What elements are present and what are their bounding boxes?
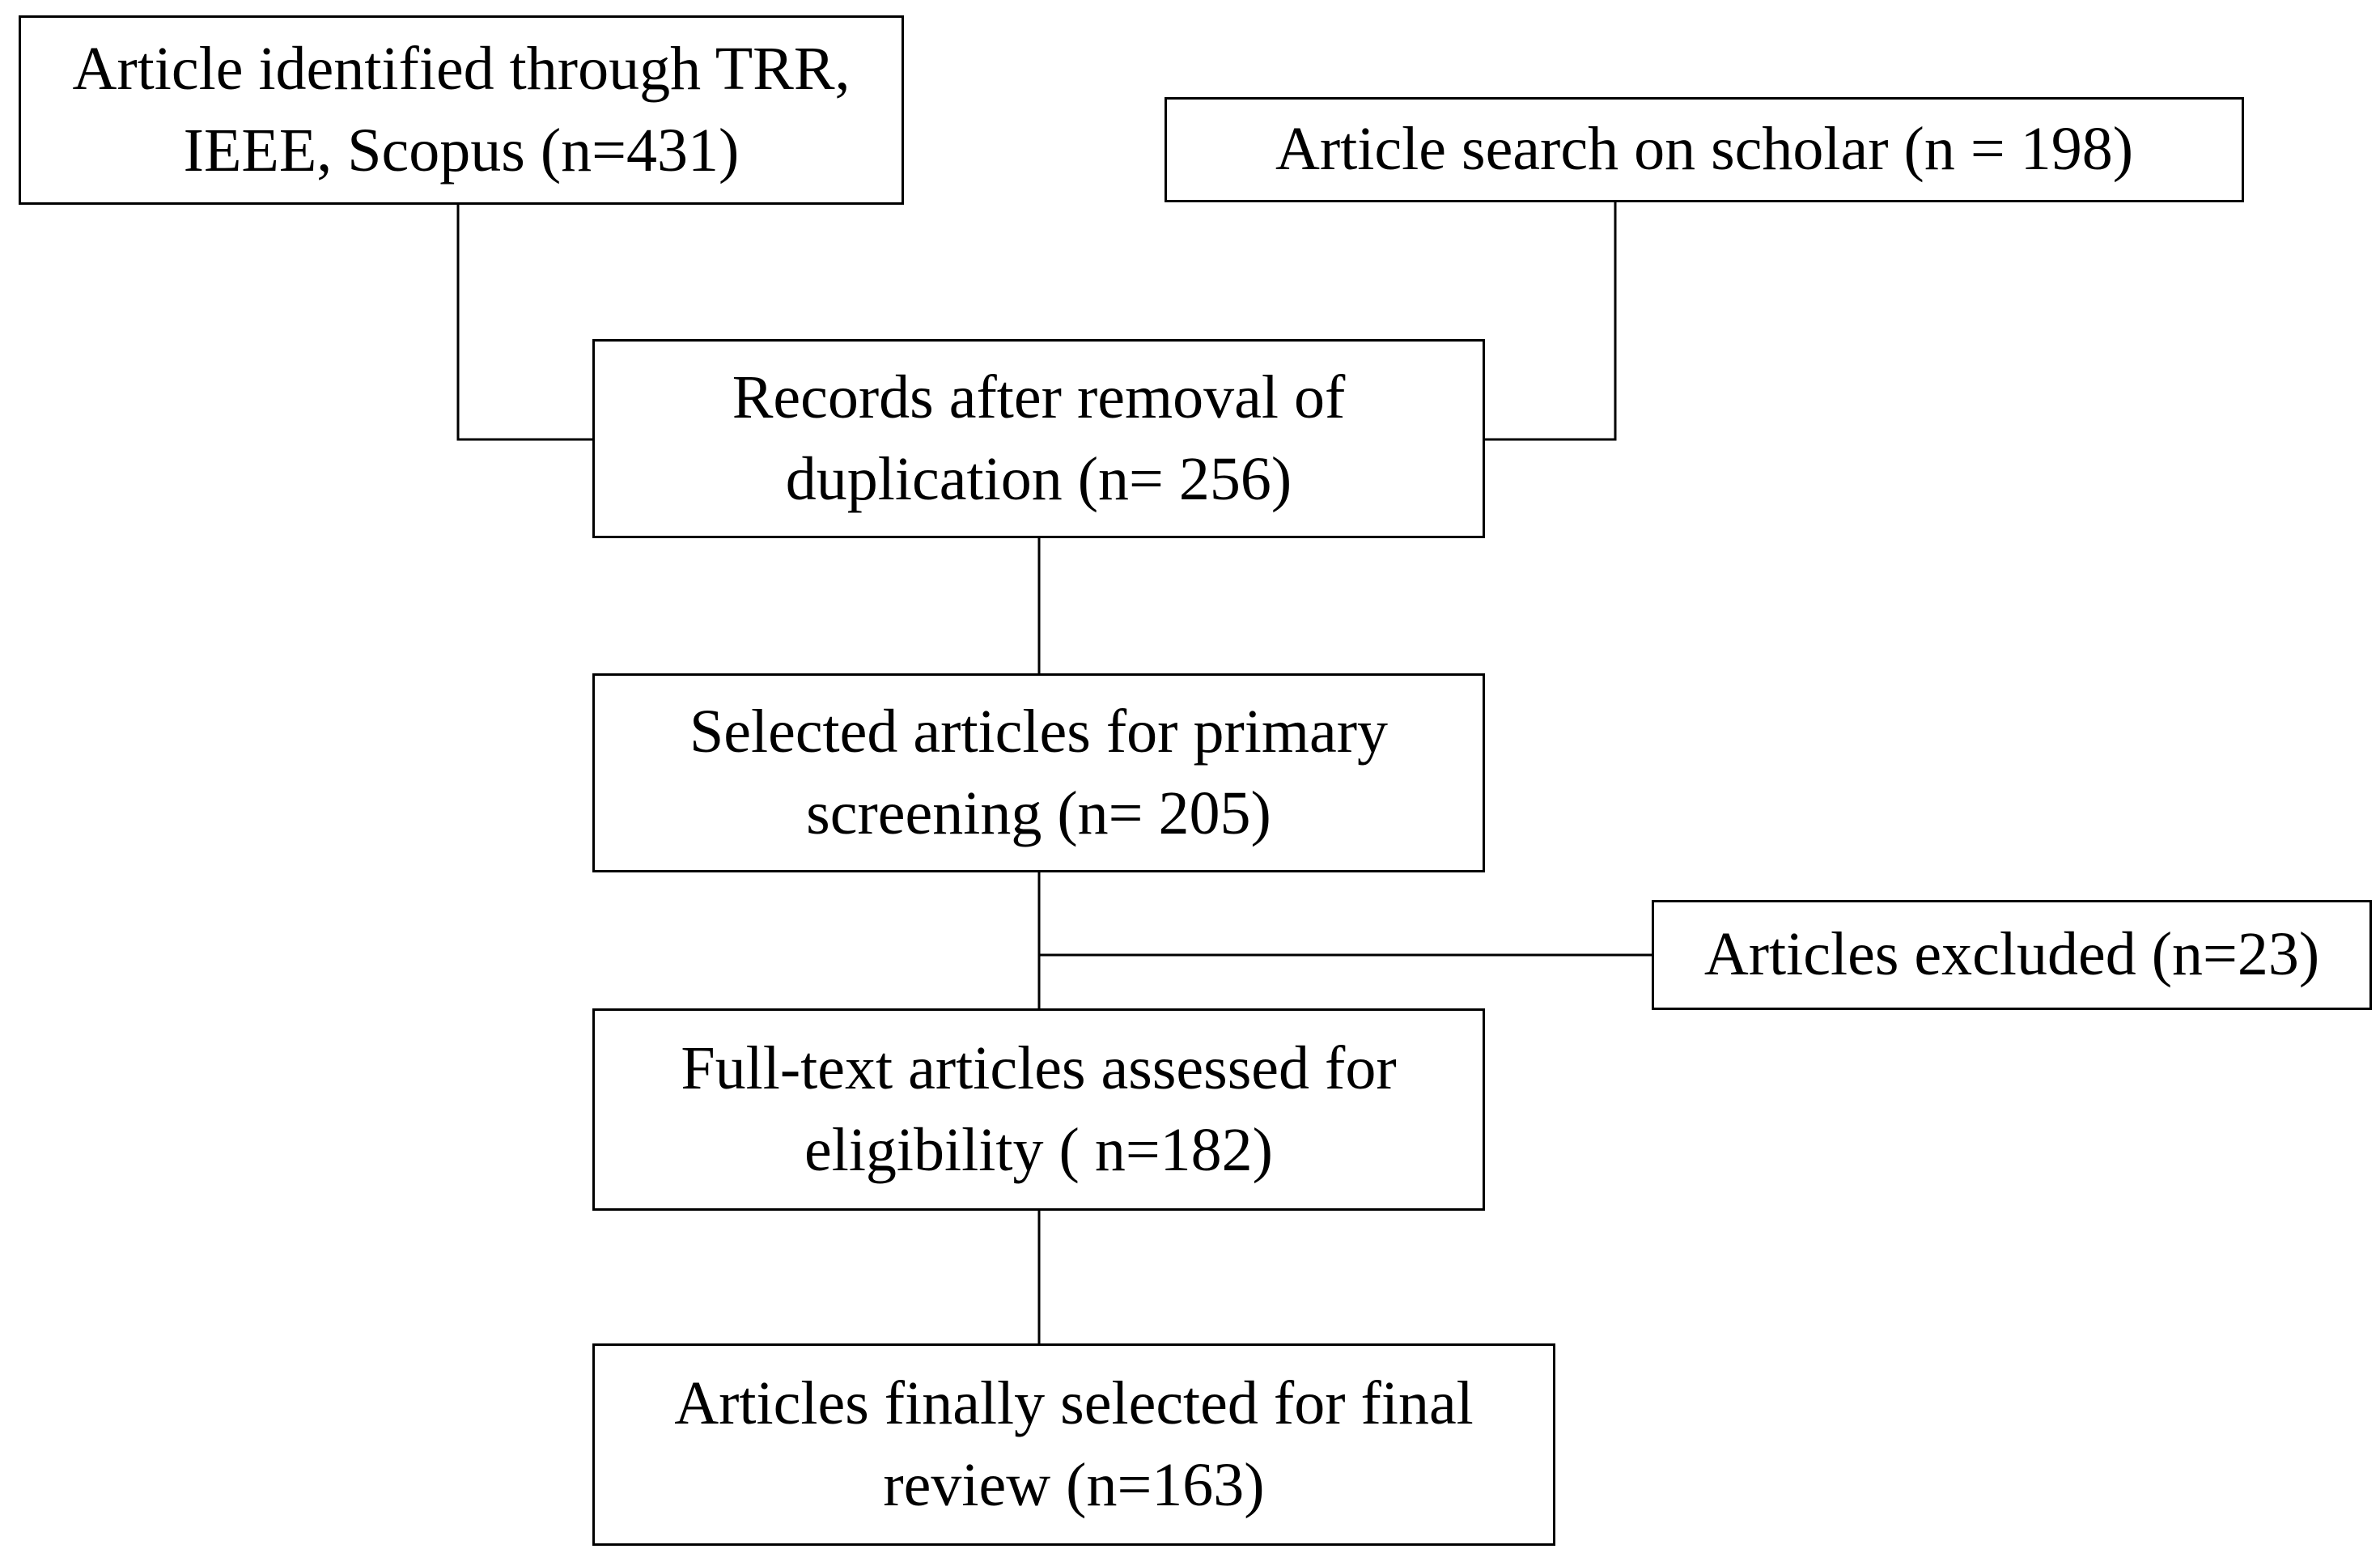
node-fulltext-text: Full-text articles assessed for eligibil… xyxy=(681,1033,1397,1184)
node-records: Records after removal of duplication (n=… xyxy=(592,339,1485,538)
node-scholar: Article search on scholar (n = 198) xyxy=(1165,97,2244,202)
edge-scholar-to-records xyxy=(1485,202,1617,441)
node-final-text: Articles finally selected for final revi… xyxy=(674,1369,1474,1519)
node-scholar-text: Article search on scholar (n = 198) xyxy=(1275,115,2134,184)
edge-identified-to-records xyxy=(456,205,592,441)
node-identified: Article identified through TRR, IEEE, Sc… xyxy=(19,15,904,205)
node-selected-text: Selected articles for primary screening … xyxy=(689,697,1389,847)
node-final: Articles finally selected for final revi… xyxy=(592,1343,1555,1546)
node-fulltext: Full-text articles assessed for eligibil… xyxy=(592,1008,1485,1211)
node-excluded: Articles excluded (n=23) xyxy=(1652,900,2372,1010)
node-selected: Selected articles for primary screening … xyxy=(592,673,1485,872)
node-records-text: Records after removal of duplication (n=… xyxy=(732,363,1346,513)
node-identified-text: Article identified through TRR, IEEE, Sc… xyxy=(72,34,851,185)
node-excluded-text: Articles excluded (n=23) xyxy=(1703,920,2320,989)
